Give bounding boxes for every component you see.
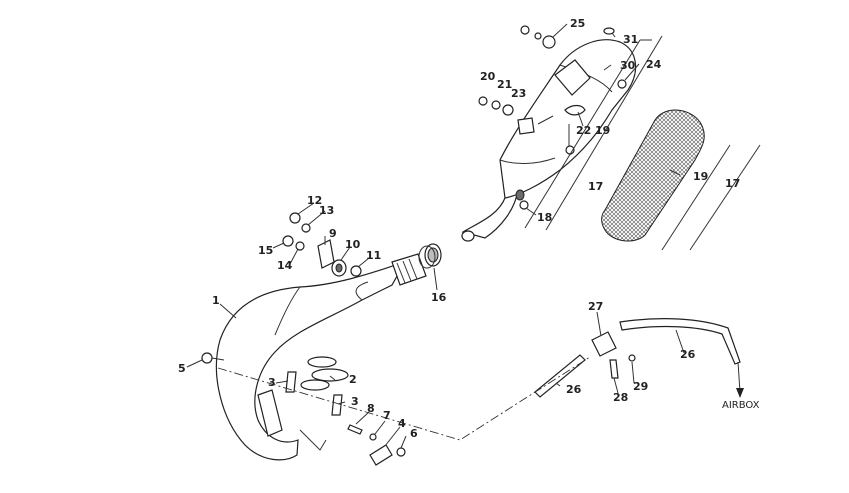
callout-26: 26 xyxy=(566,383,582,396)
callout-21: 21 xyxy=(497,78,512,91)
callout-5: 5 xyxy=(178,362,186,375)
callout-14: 14 xyxy=(277,259,293,272)
callout-1: 1 xyxy=(212,294,220,307)
callout-6: 6 xyxy=(410,427,418,440)
callout-18: 18 xyxy=(537,211,552,224)
exhaust-coupling xyxy=(418,243,442,269)
leader-lines xyxy=(186,23,685,449)
callout-labels: 1 2 3 3 4 5 6 7 8 9 10 11 12 13 14 15 16… xyxy=(178,17,760,440)
callout-28: 28 xyxy=(613,391,628,404)
callout-3: 3 xyxy=(351,395,359,408)
callout-10: 10 xyxy=(345,238,361,251)
callout-11: 11 xyxy=(366,249,381,262)
callout-13: 13 xyxy=(319,204,334,217)
exhaust-header-pipe xyxy=(215,253,427,461)
callout-20: 20 xyxy=(480,70,496,83)
callout-31: 31 xyxy=(623,33,638,46)
callout-29: 29 xyxy=(633,380,648,393)
spring-and-bracket-hardware xyxy=(201,352,406,466)
callout-2: 2 xyxy=(349,373,357,386)
muffler-packing xyxy=(601,109,705,242)
reference-lines xyxy=(217,35,761,441)
callout-8: 8 xyxy=(367,402,375,415)
callout-23: 23 xyxy=(511,87,526,100)
callout-15: 15 xyxy=(258,244,273,257)
mounting-hardware xyxy=(282,212,362,277)
callout-9: 9 xyxy=(329,227,337,240)
callout-7: 7 xyxy=(383,409,391,422)
callout-24: 24 xyxy=(646,58,662,71)
airbox-label: AIRBOX xyxy=(722,400,760,411)
callout-25: 25 xyxy=(570,17,585,30)
callout-22: 22 xyxy=(576,124,591,137)
callout-16: 16 xyxy=(431,291,447,304)
breather-hose-assembly xyxy=(534,318,744,398)
callout-19: 19 xyxy=(693,170,708,183)
muffler-fasteners xyxy=(478,25,627,210)
callout-4: 4 xyxy=(398,417,406,430)
callout-17: 17 xyxy=(725,177,740,190)
callout-26: 26 xyxy=(680,348,696,361)
callout-19: 19 xyxy=(595,124,610,137)
callout-12: 12 xyxy=(307,194,322,207)
callout-27: 27 xyxy=(588,300,603,313)
callout-30: 30 xyxy=(620,59,636,72)
callout-17: 17 xyxy=(588,180,603,193)
callout-3: 3 xyxy=(268,376,276,389)
